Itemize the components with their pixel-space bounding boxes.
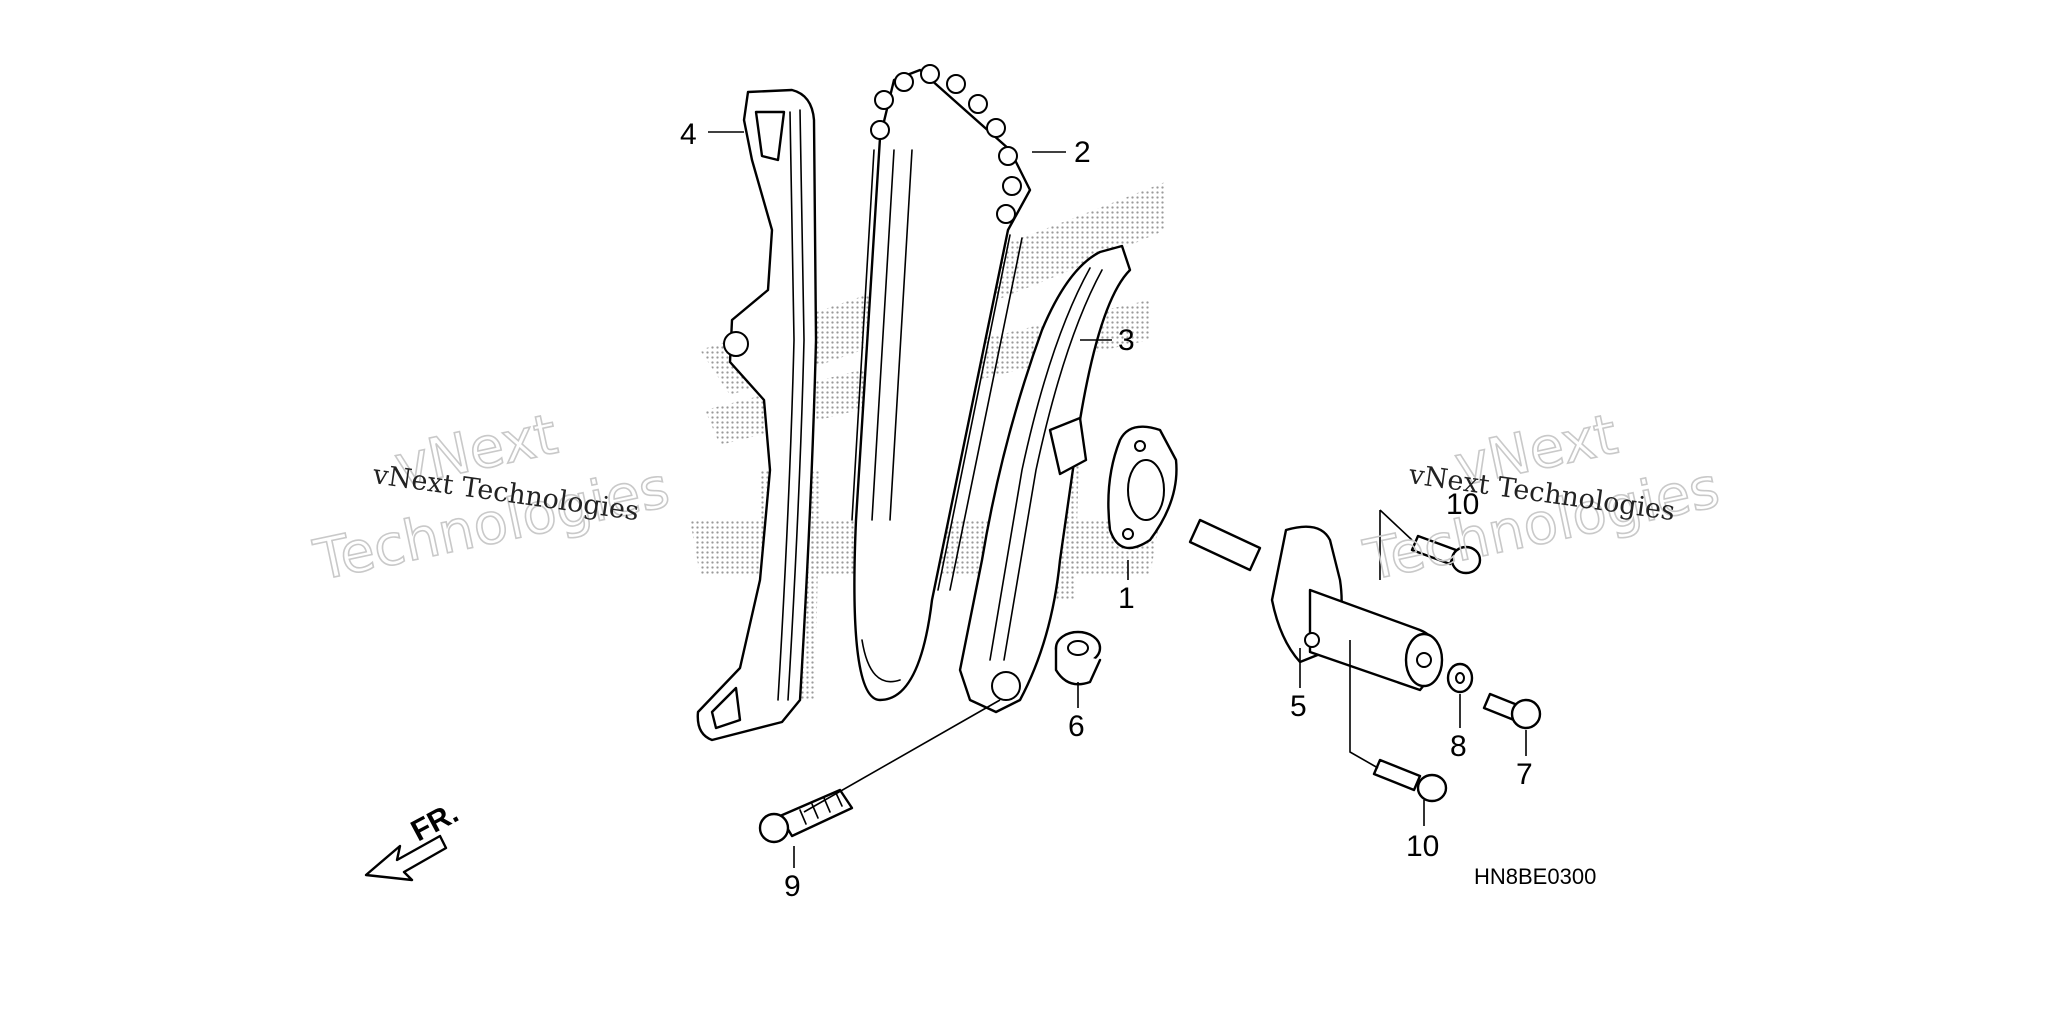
part-8-washer[interactable]	[1446, 662, 1474, 694]
part-3-tensioner-arm[interactable]	[958, 244, 1132, 714]
part-6-collar[interactable]	[1054, 630, 1102, 686]
direction-label: FR.	[406, 796, 464, 848]
chain-links	[870, 64, 1022, 224]
callout-8: 8	[1450, 730, 1467, 763]
callout-4: 4	[680, 118, 697, 151]
front-direction-indicator: FR.	[364, 796, 464, 882]
part-4-cam-chain-guide[interactable]	[696, 88, 818, 742]
callout-10-lower: 10	[1406, 830, 1439, 863]
part-10-flange-bolt-lower[interactable]	[1372, 758, 1448, 803]
part-1-gasket[interactable]	[1107, 425, 1178, 550]
part-7-sealing-bolt[interactable]	[1482, 692, 1542, 730]
leader-lines	[708, 131, 1527, 868]
callout-1: 1	[1118, 582, 1135, 615]
part-9-pivot-bolt[interactable]	[758, 788, 854, 844]
callout-7: 7	[1516, 758, 1533, 791]
watermark-right: vNext Technologies vNext Technologies	[1358, 401, 1726, 594]
part-5-tensioner-lifter[interactable]	[1188, 518, 1444, 692]
callout-labels: 4 2 3 1 5 6 8 7 9 10 10	[680, 118, 1533, 903]
callout-3: 3	[1118, 324, 1135, 357]
front-arrow-icon	[364, 834, 448, 882]
callout-5: 5	[1290, 690, 1307, 723]
watermark-left: vNext Technologies vNext Technologies	[308, 401, 676, 594]
part-10-flange-bolt-upper[interactable]	[1410, 534, 1482, 575]
part-2-cam-chain[interactable]	[851, 64, 1032, 702]
callout-2: 2	[1074, 136, 1091, 169]
diagram-code: HN8BE0300	[1474, 864, 1596, 889]
callout-10-upper: 10	[1446, 488, 1479, 521]
callout-9: 9	[784, 870, 801, 903]
callout-6: 6	[1068, 710, 1085, 743]
